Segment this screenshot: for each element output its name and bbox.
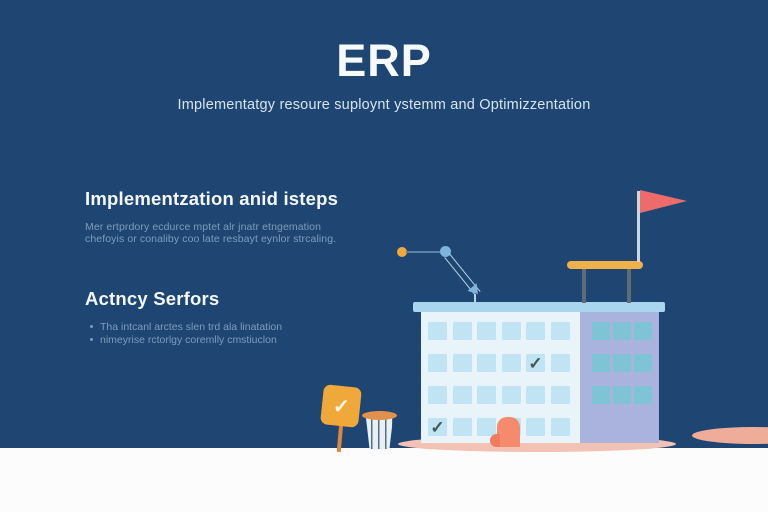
section-heading: Actncy Serfors [85, 288, 220, 309]
annex-window [634, 386, 652, 404]
roof-frame-post [582, 268, 586, 303]
bullet-list: Tha intcanl arctes slen trd ala linatati… [85, 321, 370, 346]
section-implementation-steps: Implementzation anid isteps Mer ertprdor… [85, 188, 370, 245]
bullet-item: nimeyrise rctorlgy coremlly cmstiuclon [90, 334, 370, 347]
annex-window [634, 354, 652, 372]
building-window [428, 386, 447, 404]
roof-frame-post [627, 268, 631, 303]
building-window-grid: ✓ ✓ [428, 322, 570, 436]
checkmark-icon: ✓ [528, 353, 543, 373]
building-window [501, 322, 521, 340]
ground [0, 448, 768, 512]
building-window [550, 386, 570, 404]
annex-window [613, 386, 631, 404]
annex-window [592, 354, 610, 372]
checkmark-sign: ✓ [320, 384, 362, 428]
annex-window-grid [592, 322, 652, 404]
building-window [526, 418, 545, 436]
building-window [452, 418, 472, 436]
annex-window [592, 322, 610, 340]
building-window [477, 354, 496, 372]
building-window-checked: ✓ [526, 354, 545, 372]
right-edge-shadow [692, 427, 768, 444]
bullet-item: Tha intcanl arctes slen trd ala linatati… [90, 321, 370, 334]
crane-horizontal-line [406, 251, 442, 253]
checkmark-icon: ✓ [430, 417, 445, 437]
crane-joint-blue-dot [440, 246, 451, 257]
building-window [550, 418, 570, 436]
section-body-line: Mer ertprdory ecdurce mptet alr jnatr et… [85, 221, 322, 233]
annex-window [613, 354, 631, 372]
building-roof-cap [413, 302, 665, 312]
crane-wire [474, 294, 476, 303]
basket-rim [362, 411, 397, 420]
building-window [477, 418, 496, 436]
building-window-checked: ✓ [428, 418, 447, 436]
bullet-dot [90, 325, 93, 328]
annex-window [634, 322, 652, 340]
building-window [452, 386, 472, 404]
building-window [477, 386, 496, 404]
building-window [428, 322, 447, 340]
building-window [501, 386, 521, 404]
building-window [477, 322, 496, 340]
building-window [550, 322, 570, 340]
bullet-text: nimeyrise rctorlgy coremlly cmstiuclon [100, 333, 277, 346]
section-agency-factors: Actncy Serfors Tha intcanl arctes slen t… [85, 288, 370, 346]
annex-window [592, 386, 610, 404]
bullet-dot [90, 337, 93, 341]
building-window [452, 322, 472, 340]
page-title: ERP [336, 35, 432, 86]
roof-frame-bar [567, 261, 643, 269]
building-window [428, 354, 447, 372]
bullet-text: Tha intcanl arctes slen trd ala linatati… [100, 321, 283, 333]
crane-joint-orange-dot [397, 247, 407, 257]
building-door [490, 417, 520, 447]
section-body-line: chefoyis or conaliby coo late resbayt ey… [85, 233, 337, 245]
section-heading: Implementzation anid isteps [85, 188, 339, 209]
building-window [501, 354, 521, 372]
flag-pole [637, 191, 640, 262]
annex-window [613, 322, 631, 340]
checkmark-icon: ✓ [332, 395, 350, 418]
flag-icon [640, 190, 687, 213]
building-window [526, 322, 545, 340]
building-window [452, 354, 472, 372]
wire-basket [365, 417, 394, 449]
page-subtitle: Implementatgy resoure suploynt ystemm an… [177, 97, 591, 113]
building-window [550, 354, 570, 372]
building-window [526, 386, 545, 404]
